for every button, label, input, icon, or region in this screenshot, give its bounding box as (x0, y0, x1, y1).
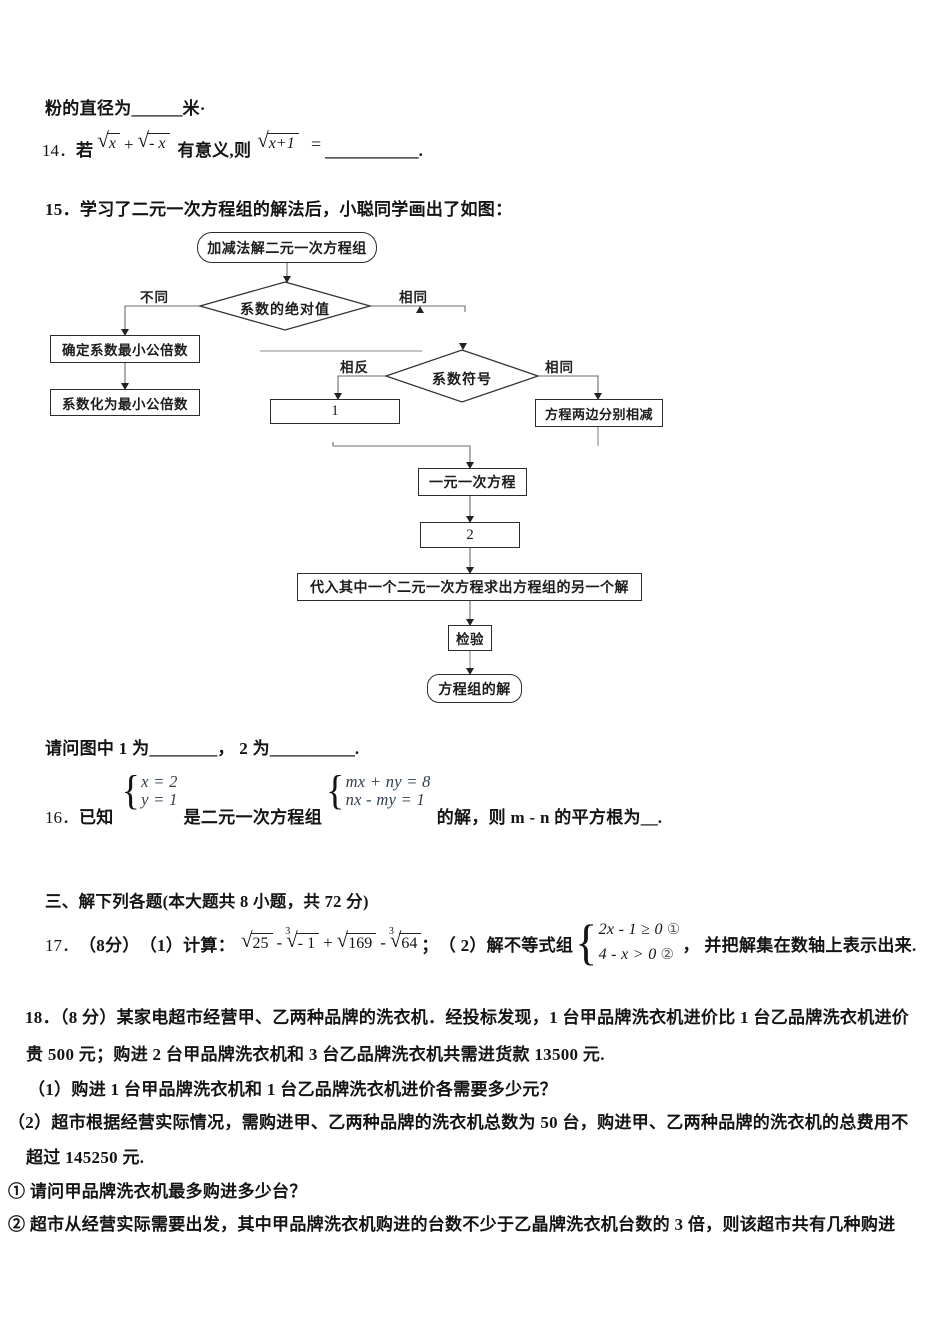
flow-node-check: 检验 (448, 625, 492, 651)
flow-node-linear-equation: 一元一次方程 (418, 468, 527, 496)
radical-sign: √ (286, 927, 298, 952)
radical-sign: √ (241, 927, 253, 952)
q16-text-1: 已知 (79, 808, 114, 827)
caption-blank-2: __________ (269, 739, 355, 758)
sqrt-x-plus-1: √x+1 (257, 128, 299, 154)
q14-text-1: 若 (76, 141, 94, 160)
q17-score: （8分） (79, 935, 140, 955)
sqrt-25: √25 (241, 927, 273, 954)
cbrt-neg-1: 3√- 1 (285, 926, 320, 954)
sqrt-x: √x (97, 128, 120, 154)
q16-text-2: 是二元一次方程组 (183, 808, 323, 827)
flow-start-node: 加减法解二元一次方程组 (197, 232, 377, 263)
question-14: 14． 若 √x+√- x 有意义,则 √x+1 = ___________. (42, 128, 424, 161)
circled-2: ② (660, 947, 675, 963)
flow-node-scale-lcm: 系数化为最小公倍数 (50, 389, 200, 416)
q13-tail-line: 粉的直径为______米· (45, 94, 206, 119)
q16-number: 16． (45, 808, 79, 827)
radical-sign: √ (97, 128, 109, 152)
q17-suffix: ， 并把解集在数轴上表示出来. (682, 935, 917, 955)
cbrt-64: 3√64 (389, 926, 422, 954)
q16-system-1: { x = 2 y = 1 (121, 768, 178, 814)
decision-diamond-2 (383, 349, 541, 403)
root-index-3: 3 (388, 925, 394, 937)
q14-formula-2: √x+1 = (257, 128, 325, 155)
q14-formula-1: √x+√- x (97, 128, 170, 155)
q16-system-2: { mx + ny = 8 nx - my = 1 (326, 768, 431, 814)
caption-blank-1: ________ (149, 739, 218, 758)
q17-semicolon: ； (421, 935, 439, 955)
radical-sign: √ (389, 927, 402, 952)
flow-end-node: 方程组的解 (427, 674, 522, 703)
q18-line-5: 超过 145250 元. (26, 1148, 145, 1167)
q18-line-1: 18．（8 分）某家电超市经营甲、乙两种品牌的洗衣机．经投标发现，1 台甲品牌洗… (25, 1008, 910, 1027)
section-3-header: 三、解下列各题(本大题共 8 小题，共 72 分) (45, 892, 369, 911)
q18-line-7: ② 超市从经营实际需要出发，其中甲品牌洗衣机购进的台数不少于乙晶牌洗衣机台数的 … (8, 1215, 896, 1234)
solution-flowchart: 加减法解二元一次方程组 系数的绝对值 不同 相同 确定系数最小公倍数 系数化为最… (0, 225, 700, 712)
q14-number: 14． (42, 141, 76, 160)
sqrt-neg-x: √- x (137, 128, 170, 154)
q13-text: 粉的直径为 (45, 99, 132, 118)
radical-sign: √ (257, 128, 269, 152)
equals-sign: = (310, 134, 322, 154)
question-15: 15．学习了二元一次方程组的解法后，小聪同学画出了如图： (45, 195, 512, 220)
q16-text-3: 的解，则 m - n 的平方根为 (436, 808, 641, 827)
question-17: 17． （8分） （1）计算： √25 - 3√- 1 + √169 - 3√6… (45, 912, 917, 974)
q14-text-2: 有意义,则 (177, 141, 252, 160)
flow-node-subtract: 方程两边分别相减 (535, 399, 663, 427)
decision-diamond-1 (197, 281, 373, 331)
q17-part1-label: （1）计算： (139, 935, 236, 955)
brace-left: { (121, 768, 141, 814)
q17-part2-label: （ 2）解不等式组 (438, 935, 574, 955)
q17-expression: √25 - 3√- 1 + √169 - 3√64 (241, 926, 422, 954)
q15-text: 15．学习了二元一次方程组的解法后，小聪同学画出了如图： (45, 200, 513, 219)
flow-decision2-label: 系数符号 (432, 373, 492, 388)
brace-left: { (575, 914, 598, 970)
flow-decision1-label: 系数的绝对值 (240, 303, 330, 318)
q18-line-2: 贵 500 元；购进 2 台甲品牌洗衣机和 3 台乙品牌洗衣机共需进货款 135… (26, 1045, 605, 1064)
q16-blank: __ (640, 808, 658, 827)
branch-label-different: 不同 (140, 290, 169, 305)
flowchart-question-line: 请问图中 1 为________， 2 为__________. (45, 739, 360, 758)
branch-label-opposite: 相反 (340, 360, 369, 375)
q13-suffix: 米· (182, 99, 206, 118)
q18-line-4: （2）超市根据经营实际情况，需购进甲、乙两种品牌的洗衣机总数为 50 台，购进甲… (8, 1113, 909, 1132)
q18-line-3: （1）购进 1 台甲品牌洗衣机和 1 台乙品牌洗衣机进价各需要多少元？ (28, 1080, 557, 1099)
flow-node-blank-2: 2 (420, 522, 520, 548)
flow-node-find-lcm: 确定系数最小公倍数 (50, 335, 200, 363)
question-16: 16． 已知 { x = 2 y = 1 是二元一次方程组 { mx + ny … (45, 768, 663, 827)
q17-number: 17． (45, 935, 79, 955)
sqrt-169: √169 (336, 927, 377, 954)
q14-period: . (418, 141, 424, 160)
brace-left: { (326, 768, 345, 814)
radical-sign: √ (137, 128, 150, 152)
flowchart-connectors (121, 263, 602, 675)
branch-label-same-2: 相同 (545, 360, 574, 375)
circled-1: ① (666, 922, 681, 939)
flow-node-blank-1: 1 (270, 399, 400, 424)
root-index-3: 3 (285, 925, 291, 937)
flow-node-substitute: 代入其中一个二元一次方程求出方程组的另一个解 (297, 573, 642, 601)
q18-line-6: ① 请问甲品牌洗衣机最多购进多少台？ (8, 1182, 307, 1201)
q13-blank: ______ (131, 99, 183, 118)
radical-sign: √ (336, 927, 349, 952)
q14-blank: ___________ (325, 141, 419, 160)
branch-label-same-1: 相同 (399, 290, 428, 305)
